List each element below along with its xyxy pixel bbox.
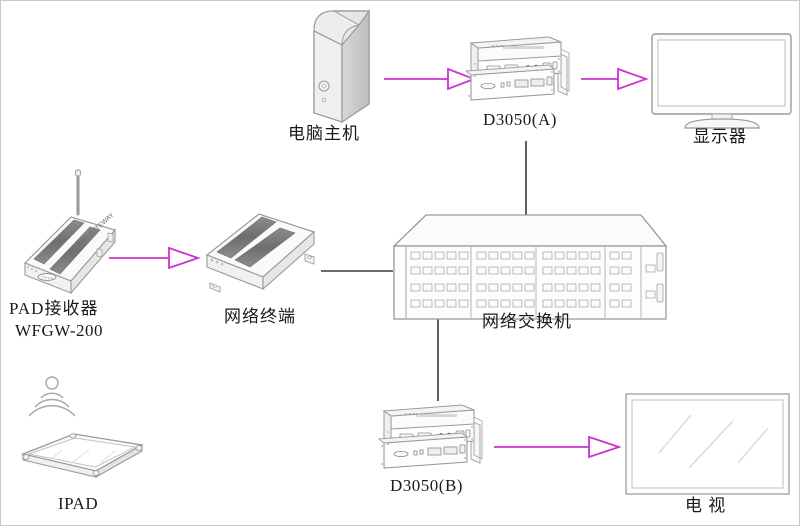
arrow-head-d3050a-monitor <box>617 67 649 91</box>
network-terminal-icon <box>205 213 316 293</box>
label-pad-receiver-line2: WFGW-200 <box>15 321 104 341</box>
wifi-signal-icon <box>28 376 76 417</box>
network-switch-icon <box>392 214 668 320</box>
monitor-icon <box>651 33 792 129</box>
connection-lines <box>321 141 527 401</box>
label-network-terminal: 网络终端 <box>224 307 296 326</box>
monitor-stand <box>684 118 760 129</box>
signal-arrows <box>109 67 649 459</box>
arrow-head-pc-d3050a <box>447 67 477 91</box>
label-pad-receiver: PAD接收器 WFGW-200 <box>9 298 103 342</box>
label-d3050-b: D3050(B) <box>390 476 463 495</box>
tablet-icon <box>20 433 144 478</box>
computer-tower-icon <box>313 9 370 124</box>
monitor-screen <box>657 39 786 107</box>
hdd-led-icon <box>321 97 327 103</box>
television-icon <box>625 393 790 495</box>
power-button-icon <box>318 80 330 92</box>
label-monitor: 显示器 <box>693 127 747 146</box>
tv-screen-glare <box>658 414 769 469</box>
svg-text:WF: WF <box>89 226 99 236</box>
rj45-port-grid <box>410 251 656 308</box>
wifi-gateway-icon: WIFI-GATEWAY WF <box>23 169 117 295</box>
tv-screen <box>631 399 784 489</box>
arrow-head-d3050b-tv <box>588 435 622 459</box>
db9-connector-icon <box>37 273 57 281</box>
d3050-converter-icon-a <box>464 36 570 101</box>
d3050-converter-icon-b <box>377 404 483 469</box>
label-d3050-a: D3050(A) <box>483 110 557 129</box>
arrow-head-pad-terminal <box>168 246 201 270</box>
label-network-switch: 网络交换机 <box>482 312 572 331</box>
label-pad-receiver-line1: PAD接收器 <box>9 299 99 318</box>
tablet-screen <box>27 437 137 468</box>
label-pc-tower: 电脑主机 <box>288 124 360 143</box>
label-ipad: IPAD <box>58 494 99 513</box>
label-tv: 电 视 <box>685 496 727 515</box>
